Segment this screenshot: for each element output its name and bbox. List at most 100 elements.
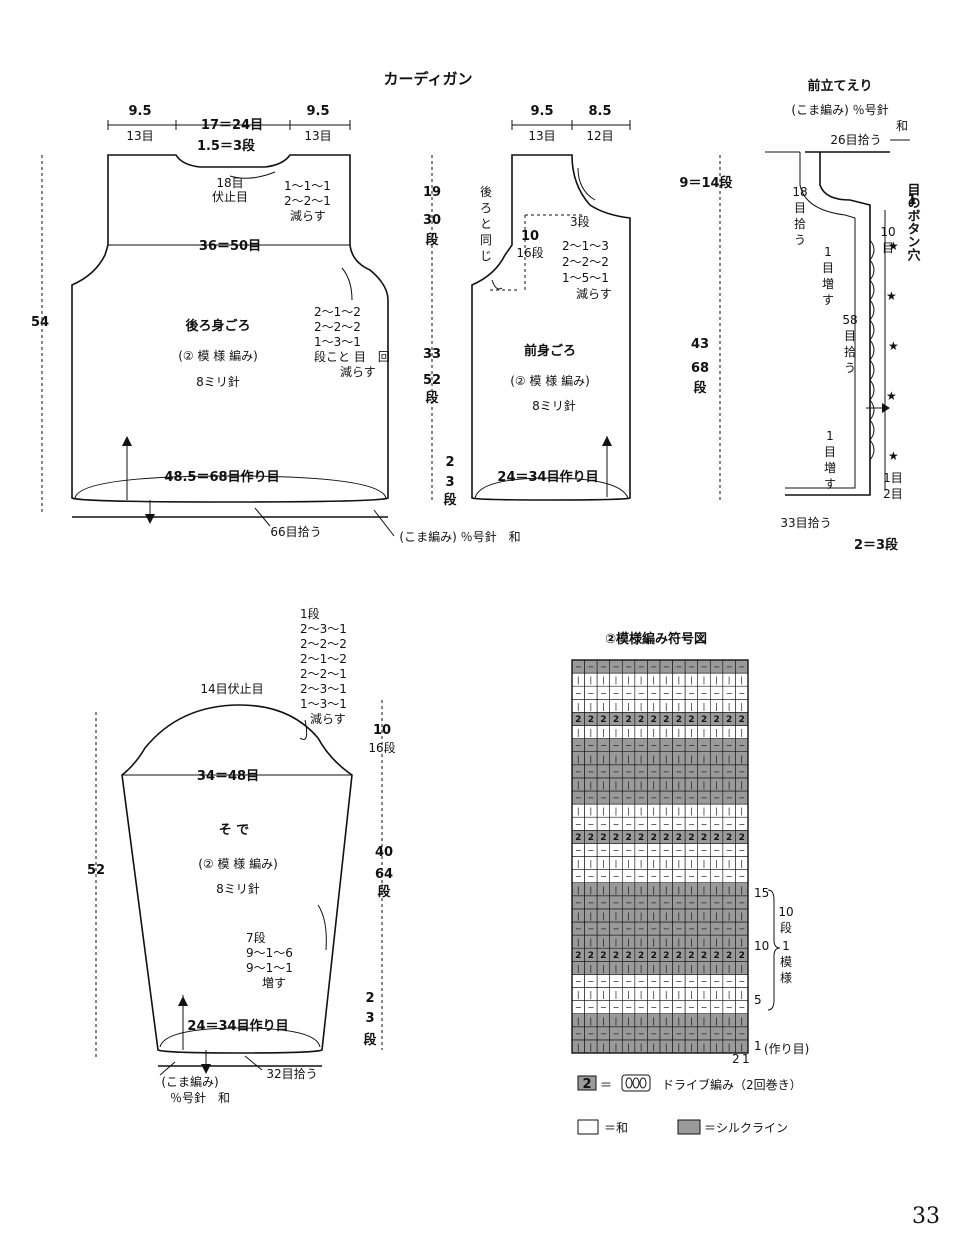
chart-stitch-symbol: −: [625, 741, 632, 750]
sleeve-cap-dec-8: 減らす: [310, 711, 346, 726]
chart-stitch-symbol: −: [713, 767, 720, 776]
chart-stitch-symbol: −: [575, 741, 582, 750]
chart-stitch-symbol: |: [615, 1016, 618, 1025]
chart-stitch-symbol: |: [615, 911, 618, 920]
chart-stitch-symbol: |: [652, 1042, 655, 1051]
chart-stitch-symbol: −: [676, 794, 683, 803]
front-neck-dec-2: 2〜1〜3: [562, 239, 609, 253]
chart-stitch-symbol: −: [600, 1029, 607, 1038]
chart-stitch-symbol: −: [663, 794, 670, 803]
sleeve-cap-dec-6: 2〜3〜1: [300, 682, 347, 696]
band-title: 前立てえり: [807, 78, 872, 94]
sleeve-cap-dec-3: 2〜2〜2: [300, 637, 347, 651]
chart-stitch-symbol: |: [590, 728, 593, 737]
chart-stitch-symbol: −: [600, 872, 607, 881]
chart-stitch-symbol: |: [703, 702, 706, 711]
chart-stitch-symbol: |: [640, 859, 643, 868]
chart-stitch-symbol: −: [613, 741, 620, 750]
band-side-pickup-2: 目: [794, 201, 806, 215]
chart-stitch-symbol: |: [690, 1016, 693, 1025]
chart-stitch-symbol: −: [713, 741, 720, 750]
chart-stitch-symbol: −: [588, 794, 595, 803]
chart-stitch-symbol: −: [588, 846, 595, 855]
front-same-as-back-1: 後: [480, 185, 492, 199]
chart-stitch-symbol: −: [650, 1003, 657, 1012]
chart-stitch-symbol: −: [676, 741, 683, 750]
chart-stitch-symbol: |: [678, 964, 681, 973]
chart-stitch-symbol: −: [613, 689, 620, 698]
chart-stitch-symbol: |: [715, 1016, 718, 1025]
chart-stitch-symbol: −: [625, 977, 632, 986]
sleeve-piece: [95, 700, 383, 1074]
band-main-pickup-4: う: [844, 361, 856, 375]
chart-repeat-2: 段: [780, 920, 792, 935]
back-armhole-dec-5: 減らす: [340, 364, 376, 379]
chart-repeat-1: 10: [778, 905, 793, 919]
sleeve-cap-height-cm: 10: [373, 723, 391, 738]
back-armhole-height-rows: 30: [423, 213, 441, 228]
chart-row-label-5: 5: [754, 993, 762, 1007]
band-bottom-2: 2目: [883, 487, 903, 501]
chart-stitch-symbol: −: [650, 925, 657, 934]
chart-stitch-symbol: −: [638, 741, 645, 750]
chart-stitch-symbol: −: [701, 663, 708, 672]
chart-stitch-symbol: |: [615, 754, 618, 763]
sleeve-inc-4: 増す: [262, 976, 286, 990]
chart-stitch-symbol: |: [627, 990, 630, 999]
chart-stitch-symbol: |: [602, 911, 605, 920]
chart-stitch-symbol: −: [713, 898, 720, 907]
band-rows: 2＝3段: [854, 537, 898, 553]
chart-stitch-symbol: |: [590, 990, 593, 999]
back-top-left-cm: 9.5: [128, 104, 151, 119]
chart-stitch-symbol: |: [715, 911, 718, 920]
chart-stitch-symbol: |: [690, 990, 693, 999]
sleeve-rib-height-cm: 2: [365, 991, 374, 1006]
chart-stitch-symbol: |: [627, 938, 630, 947]
front-neck-dec-4: 1〜5〜1: [562, 271, 609, 285]
chart-stitch-symbol: −: [688, 925, 695, 934]
chart-stitch-symbol: −: [638, 663, 645, 672]
chart-stitch-symbol: |: [703, 859, 706, 868]
front-piece-needle: 8ミリ針: [532, 398, 576, 413]
front-neck-depth-cm: 10: [521, 229, 539, 244]
back-neck-dec-2: 2〜2〜1: [284, 194, 331, 208]
chart-drive-symbol: 2: [638, 715, 644, 725]
chart-stitch-symbol: −: [676, 898, 683, 907]
chart-stitch-symbol: |: [740, 676, 743, 685]
chart-stitch-symbol: |: [577, 728, 580, 737]
band-body-height-rows: 68: [691, 361, 709, 376]
chart-stitch-symbol: −: [701, 977, 708, 986]
front-same-as-back-3: と: [480, 217, 492, 231]
chart-stitch-symbol: −: [638, 1029, 645, 1038]
chart-stitch-symbol: |: [703, 938, 706, 947]
chart-stitch-symbol: |: [678, 676, 681, 685]
back-neck-depth: 1.5＝3段: [197, 138, 255, 154]
chart-stitch-symbol: −: [713, 689, 720, 698]
band-buttonhole-label: 目のボタン穴: [905, 183, 921, 262]
chart-stitch-symbol: |: [715, 807, 718, 816]
chart-stitch-symbol: |: [740, 780, 743, 789]
chart-stitch-symbol: |: [615, 990, 618, 999]
band-neck-height: 9＝14段: [679, 175, 732, 191]
loop-icon: [621, 1074, 651, 1092]
chart-stitch-symbol: |: [577, 807, 580, 816]
chart-stitch-symbol: −: [726, 820, 733, 829]
sleeve-cast-on: 24＝34目作り目: [187, 1018, 288, 1034]
chart-stitch-symbol: −: [713, 925, 720, 934]
chart-drive-symbol: 2: [625, 715, 631, 725]
back-body-piece: [41, 120, 433, 524]
chart-stitch-symbol: |: [703, 728, 706, 737]
chart-stitch-symbol: −: [613, 1003, 620, 1012]
chart-stitch-symbol: −: [588, 767, 595, 776]
chart-stitch-symbol: |: [627, 885, 630, 894]
chart-stitch-symbol: −: [613, 1029, 620, 1038]
svg-text:★: ★: [886, 289, 897, 303]
chart-stitch-symbol: |: [690, 964, 693, 973]
chart-stitch-symbol: |: [602, 990, 605, 999]
chart-stitch-symbol: −: [575, 689, 582, 698]
band-side-pickup-4: う: [794, 233, 806, 247]
chart-stitch-symbol: −: [738, 846, 745, 855]
chart-drive-symbol: 2: [613, 715, 619, 725]
chart-stitch-symbol: |: [678, 754, 681, 763]
chart-stitch-symbol: |: [615, 702, 618, 711]
